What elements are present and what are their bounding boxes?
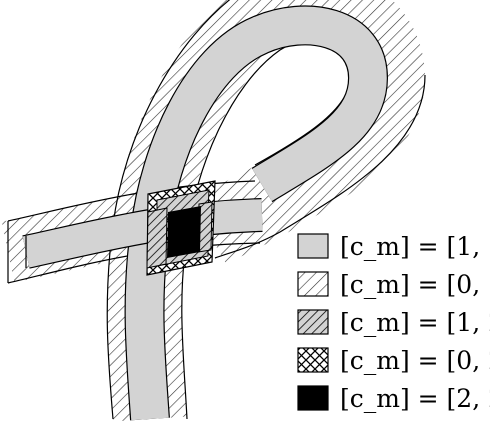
legend-item-4: [c_m] = [2, 2]: [297, 384, 490, 413]
band-core: [22, 5, 388, 421]
overlap-dense-hatch-left: [146, 207, 168, 269]
legend-swatch-hatch-single: [297, 271, 329, 297]
legend-item-0: [c_m] = [1, 1]: [297, 232, 490, 261]
legend-label: [c_m] = [1, 2]: [340, 308, 490, 337]
legend-swatch-hatch-cross: [297, 347, 329, 373]
legend-label: [c_m] = [0, 2]: [340, 346, 490, 375]
legend-swatch-solid-gray: [297, 233, 329, 259]
overlap-region: [146, 180, 216, 276]
legend-item-2: [c_m] = [1, 2]: [297, 308, 490, 337]
legend-label: [c_m] = [1, 1]: [340, 232, 490, 261]
legend-label: [c_m] = [2, 2]: [340, 384, 490, 413]
legend-label: [c_m] = [0, 1]: [340, 270, 490, 299]
legend-swatch-hatch-dense-gray: [297, 309, 329, 335]
legend: [c_m] = [1, 1] [c_m] = [0, 1] [c_m] = [1…: [297, 232, 490, 413]
overlap-core-black: [167, 206, 201, 258]
legend-item-3: [c_m] = [0, 2]: [297, 346, 490, 375]
legend-swatch-solid-black: [297, 385, 329, 411]
legend-item-1: [c_m] = [0, 1]: [297, 270, 490, 299]
